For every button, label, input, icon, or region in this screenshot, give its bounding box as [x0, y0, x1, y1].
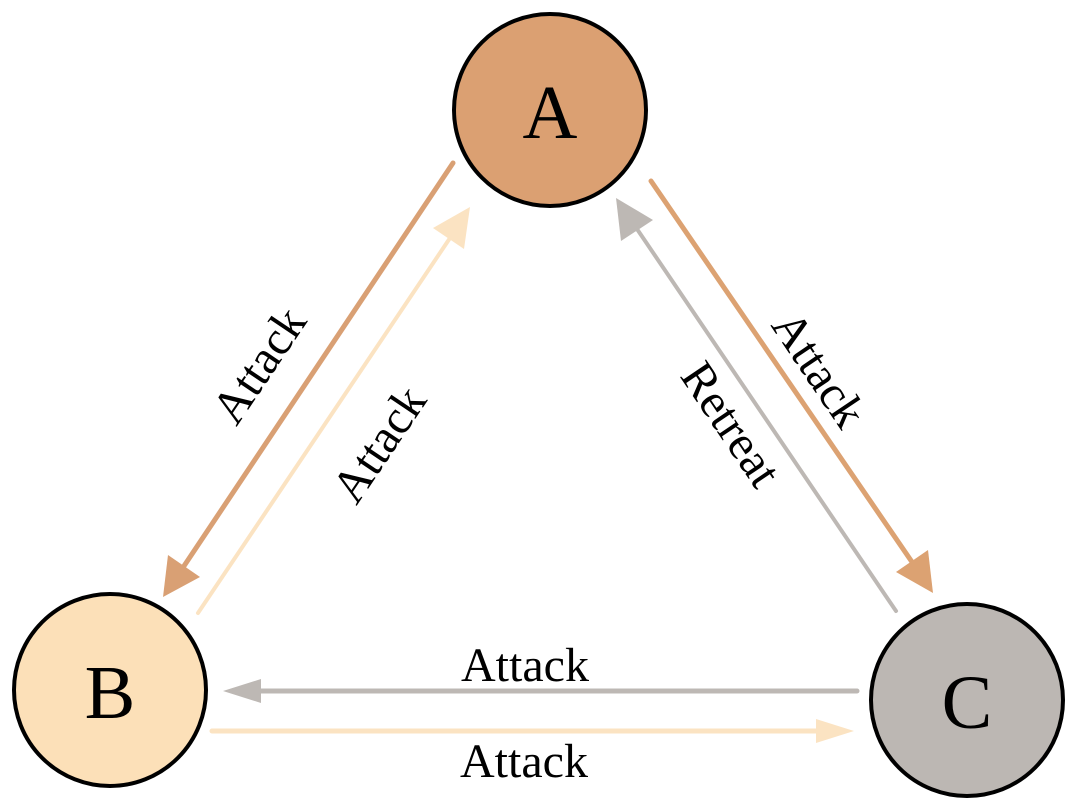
node-a: A	[452, 12, 648, 208]
edge-line-c-to-a	[635, 227, 898, 613]
arrowhead-c-to-b	[223, 679, 261, 703]
edge-label-b-to-c: Attack	[460, 735, 588, 788]
edge-label-c-to-b: Attack	[461, 639, 589, 692]
node-label-c: C	[942, 661, 993, 745]
arrowhead-b-to-c	[816, 719, 854, 743]
node-label-a: A	[523, 71, 578, 155]
arrowhead-a-to-c	[896, 550, 933, 593]
node-circle-c	[869, 602, 1065, 798]
edge-a-to-b: Attack	[163, 160, 456, 597]
arrowhead-b-to-a	[433, 207, 470, 249]
node-b: B	[12, 592, 208, 788]
edge-label-a-to-b: Attack	[202, 298, 317, 434]
node-label-b: B	[85, 651, 136, 735]
edge-line-a-to-b	[181, 160, 456, 569]
arrowhead-c-to-a	[616, 198, 653, 241]
edge-label-b-to-a: Attack	[322, 377, 437, 513]
edge-c-to-b: Attack	[223, 639, 860, 703]
node-c: C	[869, 602, 1065, 798]
edge-b-to-c: Attack	[209, 719, 854, 788]
node-circle-b	[12, 592, 208, 788]
edge-line-a-to-c	[648, 178, 915, 565]
edge-line-b-to-a	[196, 236, 452, 615]
arrowhead-a-to-b	[163, 555, 200, 597]
edge-label-c-to-a: Retreat	[670, 352, 792, 497]
node-circle-a	[452, 12, 648, 208]
